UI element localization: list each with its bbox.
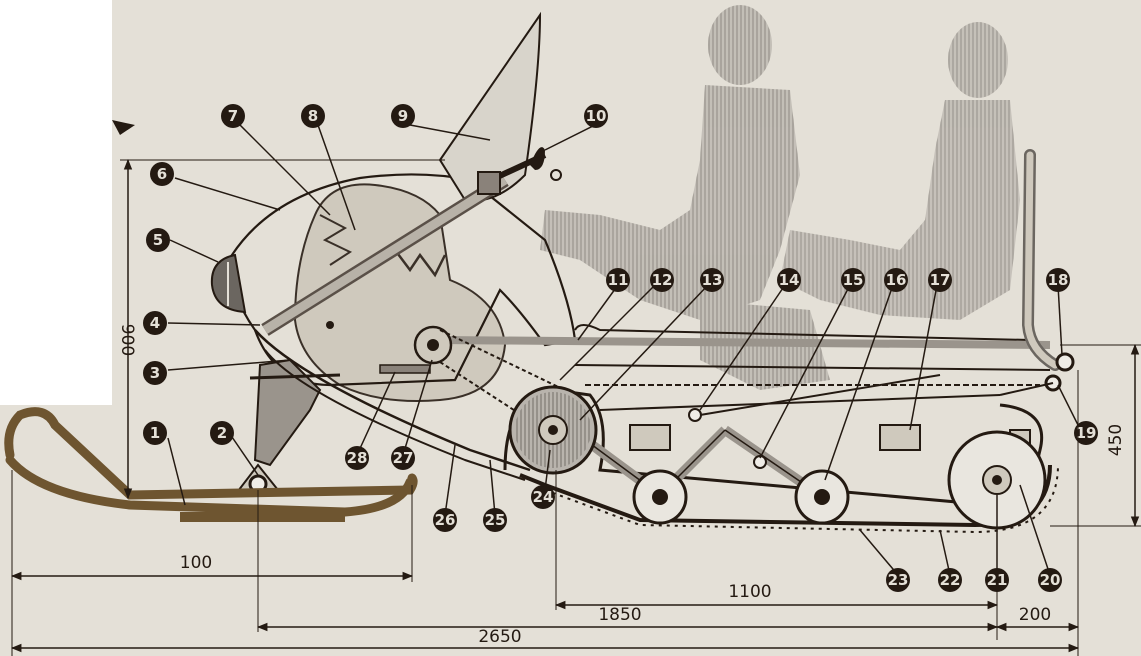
bogie-wheel-front xyxy=(632,469,688,525)
callout-20: 20 xyxy=(1038,568,1062,592)
callout-17: 17 xyxy=(928,268,952,292)
callout-10: 10 xyxy=(584,104,608,128)
callout-13: 13 xyxy=(700,268,724,292)
callout-label: 20 xyxy=(1040,571,1061,589)
throttle-lever xyxy=(550,169,562,181)
dim-label-height: 900 xyxy=(117,324,137,356)
dimension-overall-height: 900 xyxy=(117,158,445,500)
callout-label: 3 xyxy=(150,364,160,382)
callout-label: 24 xyxy=(533,488,554,506)
ink-smudge xyxy=(112,120,135,135)
leader-lines xyxy=(167,124,1083,576)
callout-label: 18 xyxy=(1048,271,1069,289)
callout-7: 7 xyxy=(221,104,245,128)
callout-27: 27 xyxy=(391,446,415,470)
callout-label: 23 xyxy=(888,571,909,589)
callout-26: 26 xyxy=(433,508,457,532)
callout-label: 9 xyxy=(398,107,408,125)
callout-16: 16 xyxy=(884,268,908,292)
callout-label: 2 xyxy=(217,424,227,442)
dimension-rear-overhang: 200 xyxy=(995,370,1080,656)
callout-label: 8 xyxy=(308,107,318,125)
callout-label: 25 xyxy=(485,511,506,529)
callout-1: 1 xyxy=(143,421,167,445)
blank-corner xyxy=(0,0,112,405)
callout-label: 19 xyxy=(1076,424,1097,442)
callout-19: 19 xyxy=(1074,421,1098,445)
callout-6: 6 xyxy=(150,162,174,186)
callout-3: 3 xyxy=(143,361,167,385)
callout-12: 12 xyxy=(650,268,674,292)
engine-block xyxy=(293,183,507,402)
callout-label: 28 xyxy=(347,449,368,467)
callout-label: 27 xyxy=(393,449,414,467)
dim-label-track-height: 450 xyxy=(1106,424,1126,456)
callout-24: 24 xyxy=(531,485,555,509)
rear-idler-wheel xyxy=(947,430,1047,530)
dim-label-overhang: 200 xyxy=(1019,605,1051,625)
callout-label: 26 xyxy=(435,511,456,529)
dimension-track-contact: 1100 xyxy=(554,470,999,640)
dim-label-contact: 1100 xyxy=(728,582,771,602)
callout-28: 28 xyxy=(345,446,369,470)
cowling xyxy=(228,173,577,387)
callout-5: 5 xyxy=(146,228,170,252)
callout-label: 10 xyxy=(586,107,607,125)
callout-label: 6 xyxy=(157,165,167,183)
dimension-total-length: 2650 xyxy=(10,627,1080,653)
dimension-ski-length: 100 xyxy=(10,470,414,656)
callout-label: 17 xyxy=(930,271,951,289)
callout-18: 18 xyxy=(1046,268,1070,292)
callout-label: 5 xyxy=(153,231,163,249)
dim-label-total: 2650 xyxy=(478,627,521,647)
callout-label: 22 xyxy=(940,571,961,589)
bogie-wheel-middle xyxy=(794,469,850,525)
dim-label-track-length: 1850 xyxy=(598,605,641,625)
rear-hitch xyxy=(999,352,1075,396)
callout-23: 23 xyxy=(886,568,910,592)
dim-label-ski: 100 xyxy=(180,553,212,573)
dimension-track-height: 450 xyxy=(1050,343,1141,528)
callout-8: 8 xyxy=(301,104,325,128)
callout-label: 14 xyxy=(779,271,800,289)
callout-label: 16 xyxy=(886,271,907,289)
callout-14: 14 xyxy=(777,268,801,292)
callout-label: 7 xyxy=(228,107,238,125)
callout-label: 12 xyxy=(652,271,673,289)
callout-22: 22 xyxy=(938,568,962,592)
rear-rider-silhouette xyxy=(780,22,1020,320)
callout-25: 25 xyxy=(483,508,507,532)
dimension-track-length: 1850 xyxy=(256,490,999,632)
callout-label: 15 xyxy=(843,271,864,289)
callout-15: 15 xyxy=(841,268,865,292)
drive-sprocket xyxy=(508,385,598,475)
callout-9: 9 xyxy=(391,104,415,128)
callout-2: 2 xyxy=(210,421,234,445)
callout-label: 1 xyxy=(150,424,160,442)
callout-label: 4 xyxy=(150,314,160,332)
callout-4: 4 xyxy=(143,311,167,335)
steering-column xyxy=(261,147,547,336)
callout-11: 11 xyxy=(606,268,630,292)
ski xyxy=(4,407,418,522)
callout-label: 13 xyxy=(702,271,723,289)
callout-label: 11 xyxy=(608,271,629,289)
